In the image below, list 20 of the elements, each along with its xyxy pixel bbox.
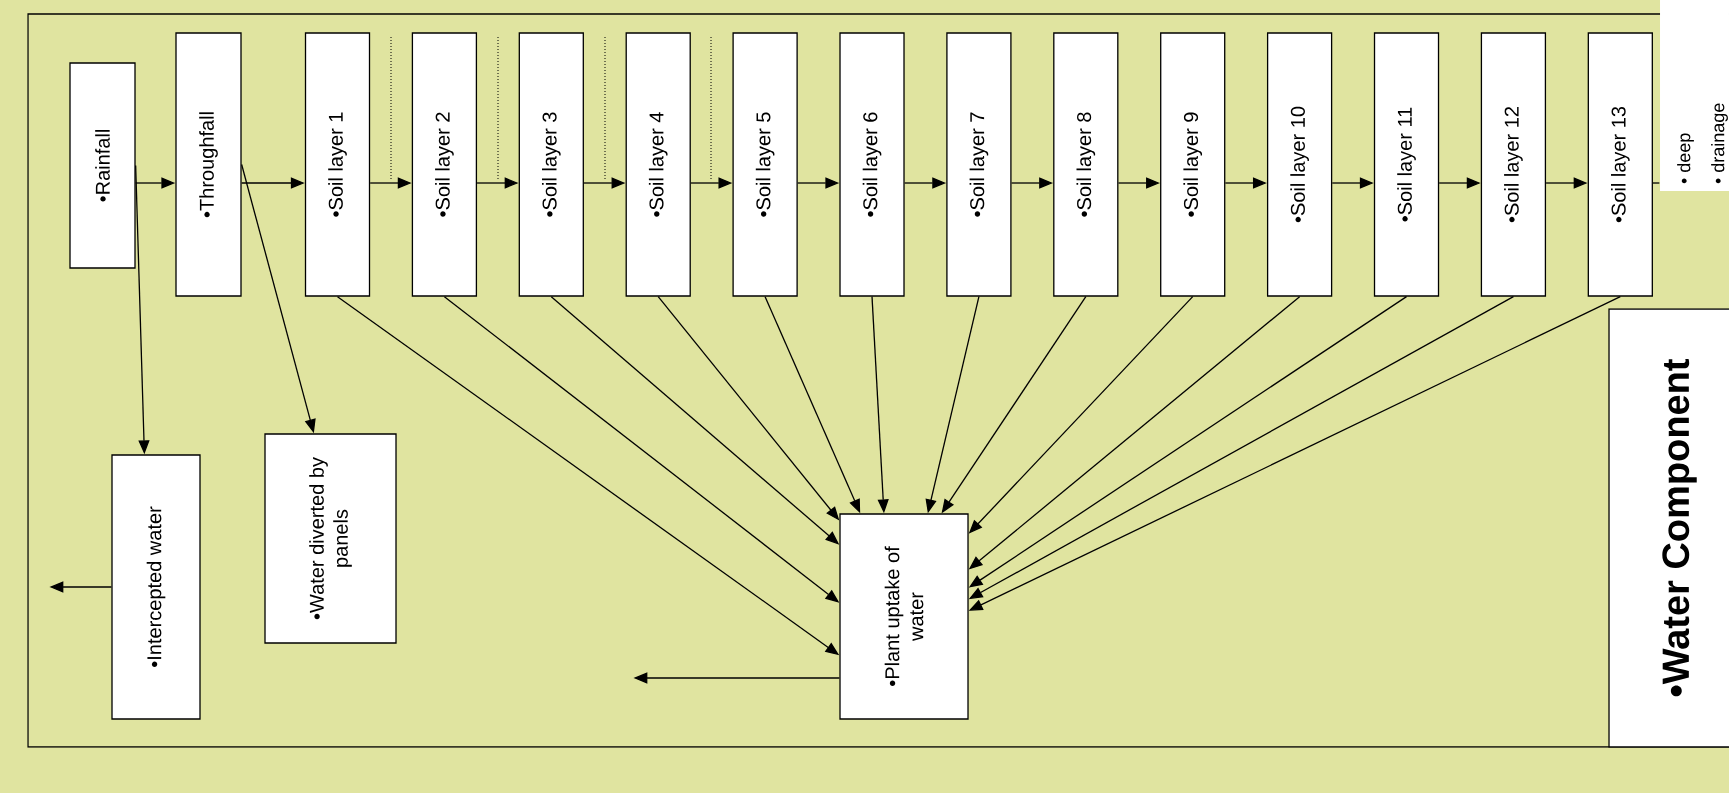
process-box: •Water diverted by panels (264, 433, 397, 644)
title-box: •Water Component (1608, 308, 1729, 748)
process-box: •Rainfall (69, 62, 136, 269)
soil-layer-box: •Soil layer 7 (946, 32, 1012, 297)
soil-layer-box: •Soil layer 6 (839, 32, 905, 297)
soil-layer-box: •Soil layer 3 (518, 32, 584, 297)
soil-layer-box: •Soil layer 1 (304, 32, 371, 297)
soil-layer-box: •Soil layer 10 (1266, 32, 1333, 297)
soil-layer-box: •Soil layer 12 (1480, 32, 1547, 297)
process-box: •Throughfall (175, 32, 242, 297)
soil-layer-box: •Soil layer 11 (1373, 32, 1440, 297)
soil-layer-box: •Soil layer 4 (625, 32, 691, 297)
soil-layer-box: •Soil layer 9 (1160, 32, 1226, 297)
process-box: •Plant uptake of water (839, 513, 969, 720)
soil-layer-box: •Soil layer 5 (732, 32, 798, 297)
note-panel: • deep • drainage (1660, 0, 1729, 191)
process-box: •Intercepted water (111, 454, 201, 720)
soil-layer-box: •Soil layer 2 (411, 32, 478, 297)
soil-layer-box: •Soil layer 13 (1587, 32, 1653, 297)
soil-layer-box: •Soil layer 8 (1053, 32, 1119, 297)
